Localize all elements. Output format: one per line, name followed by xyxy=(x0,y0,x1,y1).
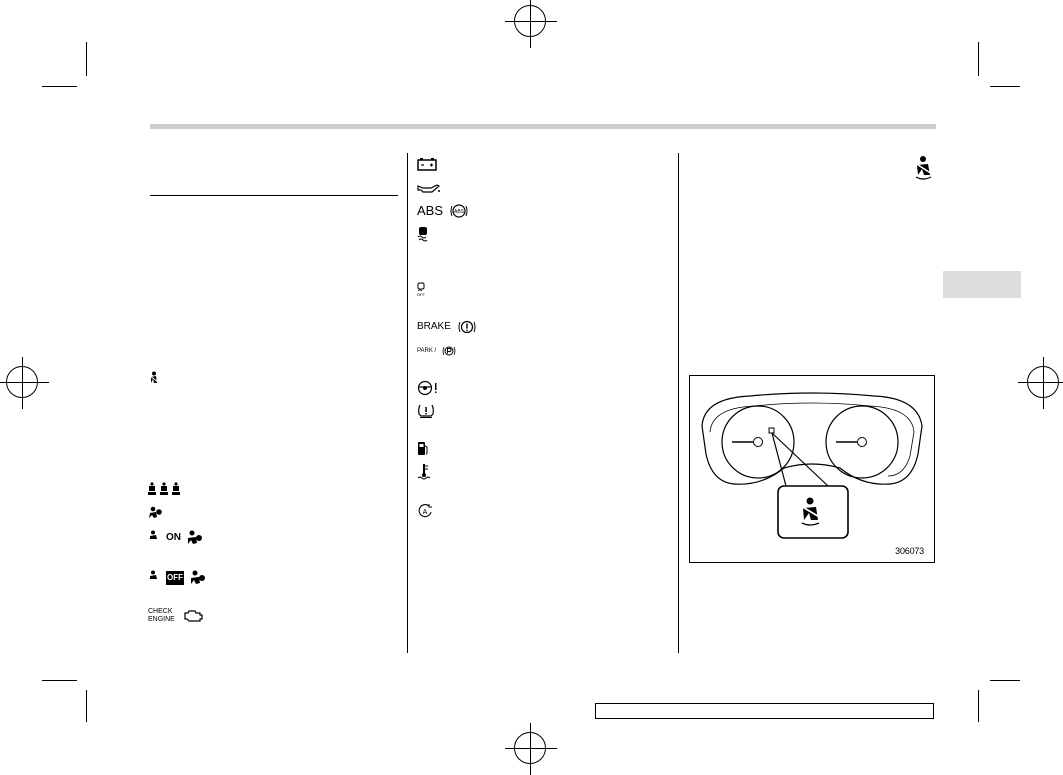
coolant-temp-icon xyxy=(417,464,431,480)
seatbelt-indicators-row xyxy=(148,481,182,497)
tire-pressure-row xyxy=(417,403,435,419)
auto-start-stop-letter: A xyxy=(423,509,428,516)
seatbelt-indicators-icon xyxy=(148,482,180,495)
parking-brake-row: PARK / xyxy=(417,343,456,359)
vdc-off-icon xyxy=(417,282,425,291)
steering-warning-row xyxy=(417,380,439,396)
abs-badge-text: ABS xyxy=(454,209,465,215)
oil-pressure-icon xyxy=(417,184,441,193)
low-fuel-row xyxy=(417,441,429,457)
vdc-off-row: OFF xyxy=(417,280,425,298)
tire-pressure-icon xyxy=(418,404,434,418)
brake-label: BRAKE xyxy=(417,321,451,332)
chapter-side-tab xyxy=(943,271,1021,298)
auto-start-stop-icon: A xyxy=(418,504,432,518)
brake-row: BRAKE xyxy=(417,319,477,335)
header-bar xyxy=(150,124,936,129)
check-engine-line2: ENGINE xyxy=(148,616,175,623)
park-label: PARK / xyxy=(417,348,437,354)
crop-mark xyxy=(42,680,77,681)
instrument-cluster-figure: 306073 xyxy=(689,375,935,563)
seatbelt-reminder-icon xyxy=(149,371,159,383)
registration-mark-right xyxy=(1018,357,1063,409)
brake-warning-icon xyxy=(458,320,476,334)
airbag-person-icon xyxy=(150,570,157,579)
check-engine-text: CHECK ENGINE xyxy=(148,608,175,624)
steering-warning-icon xyxy=(417,380,437,396)
battery-row xyxy=(417,156,437,172)
check-engine-row: CHECK ENGINE xyxy=(148,606,205,626)
footer-box xyxy=(595,703,934,719)
airbag-person-icon xyxy=(150,530,157,539)
instrument-cluster-drawing xyxy=(701,392,923,539)
parking-brake-icon xyxy=(442,346,456,356)
oil-pressure-row xyxy=(417,181,441,197)
figure-code: 306073 xyxy=(895,546,924,556)
srs-airbag-row xyxy=(148,505,162,521)
registration-mark-left xyxy=(0,357,49,409)
auto-start-stop-row: A xyxy=(417,503,433,519)
vehicle-dynamics-row xyxy=(417,226,429,242)
abs-row: ABS ABS xyxy=(417,203,469,219)
vdc-off-label: OFF xyxy=(417,291,425,297)
crop-mark xyxy=(990,680,1020,681)
airbag-off-row: OFF xyxy=(148,570,206,586)
airbag-on-icon xyxy=(188,530,202,544)
airbag-on-label: ON xyxy=(166,532,181,543)
srs-airbag-icon xyxy=(149,506,162,518)
coolant-temp-row xyxy=(417,464,431,480)
low-fuel-icon xyxy=(418,442,428,455)
crop-mark xyxy=(86,42,87,76)
column-divider-1 xyxy=(407,153,408,653)
abs-label: ABS xyxy=(417,203,444,218)
check-engine-line1: CHECK xyxy=(148,608,173,615)
seatbelt-warning-icon xyxy=(914,156,933,180)
crop-mark xyxy=(42,86,77,87)
registration-mark-top xyxy=(505,0,557,48)
crop-mark xyxy=(978,42,979,76)
crop-mark xyxy=(990,86,1020,87)
airbag-off-icon xyxy=(191,570,205,584)
crop-mark xyxy=(978,690,979,722)
check-engine-icon xyxy=(184,610,203,622)
seatbelt-reminder-row xyxy=(148,370,160,386)
airbag-on-row: ON xyxy=(148,530,203,546)
vehicle-dynamics-icon xyxy=(417,227,428,242)
registration-mark-bottom xyxy=(505,723,557,775)
column-divider-2 xyxy=(678,153,679,653)
abs-icon: ABS xyxy=(450,204,468,218)
crop-mark xyxy=(86,690,87,722)
airbag-off-label: OFF xyxy=(166,571,184,585)
section-rule xyxy=(150,195,398,196)
vdc-off-group: OFF xyxy=(417,282,425,297)
battery-icon xyxy=(417,158,437,171)
